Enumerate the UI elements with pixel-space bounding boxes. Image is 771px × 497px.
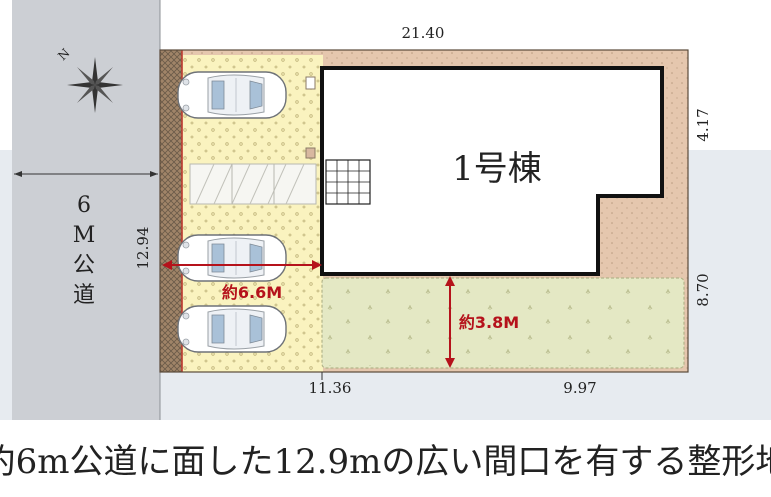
car-1-icon [177, 71, 287, 119]
building-label: 1号棟 [452, 149, 542, 189]
meter-box-icon [305, 76, 316, 90]
garden-depth-arrow [445, 276, 455, 368]
road-label: 6 M 公 道 [73, 193, 96, 308]
svg-text:道: 道 [73, 283, 95, 308]
car-3-icon [177, 305, 287, 353]
post-box-icon [305, 147, 316, 159]
dim-right-upper: 4.17 [694, 108, 712, 141]
caption-headline: 約6m公道に面した12.9mの広い間口を有する整形地 [0, 442, 771, 482]
dim-bottom-right: 9.97 [563, 379, 596, 397]
garden-depth-measure: 約3.8M [459, 313, 519, 332]
north-compass-icon: N [55, 46, 123, 113]
dim-right-lower: 8.70 [694, 273, 712, 306]
dim-left: 12.94 [134, 227, 152, 270]
svg-text:6: 6 [77, 193, 91, 218]
public-road [12, 0, 160, 420]
dim-top: 21.40 [402, 24, 445, 42]
paving-strip [189, 163, 317, 205]
frontage-arrow [162, 260, 322, 270]
svg-text:公: 公 [73, 253, 95, 278]
svg-text:M: M [73, 223, 96, 248]
entrance-porch [325, 159, 371, 205]
car-2-icon [177, 234, 287, 282]
building-outline [320, 66, 664, 276]
plot-boundary [159, 49, 689, 373]
frontage-measure: 約6.6M [222, 283, 282, 302]
dim-bottom-left: 11.36 [309, 379, 352, 397]
